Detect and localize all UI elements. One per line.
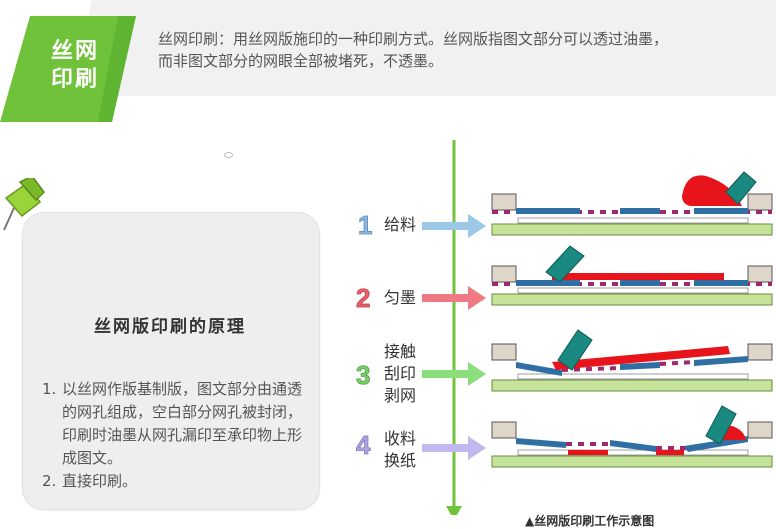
step-label-line: 给料	[384, 215, 417, 234]
principle-card	[22, 212, 320, 510]
process-axis-head	[446, 506, 462, 515]
squeegee-icon	[705, 405, 737, 445]
step-label-line: 匀墨	[384, 288, 417, 307]
step-number-2: 2	[356, 283, 370, 313]
header-bar	[70, 0, 776, 96]
step-label-4: 收料 换纸	[384, 428, 416, 472]
badge-shape	[0, 16, 136, 122]
printed-ink	[656, 450, 684, 455]
step-label-line: 接触	[384, 342, 417, 361]
stage-1-drawing	[491, 171, 773, 236]
step-label-1: 给料	[384, 214, 416, 235]
arrow-icon	[422, 286, 486, 310]
arrow-icon	[422, 214, 486, 238]
card-title: 丝网版印刷的原理	[94, 317, 246, 337]
step-label-line: 剥网	[384, 386, 417, 405]
list-item-text: 以丝网作版基制版，图文部分由通透的网孔组成，空白部分网孔被封闭，印刷时油墨从网孔…	[62, 380, 303, 467]
list-item-number: 2.	[42, 472, 57, 490]
step-number-3: 3	[356, 360, 370, 390]
description-line1: 丝网印刷：用丝网版施印的一种印刷方式。丝网版指图文部分可以透过油墨，	[158, 30, 669, 48]
printed-ink	[568, 450, 608, 455]
list-item-number: 1.	[42, 380, 57, 398]
ink-blob	[682, 175, 742, 206]
badge-line1: 丝网	[50, 39, 99, 64]
description: 丝网印刷：用丝网版施印的一种印刷方式。丝网版指图文部分可以透过油墨， 而非图文部…	[158, 28, 758, 72]
step-number-4: 4	[356, 430, 371, 460]
arrow-icon	[422, 362, 486, 386]
list-item: 1. 以丝网作版基制版，图文部分由通透的网孔组成，空白部分网孔被封闭，印刷时油墨…	[42, 378, 312, 470]
arrow-icon	[422, 436, 486, 460]
card-list: 1. 以丝网作版基制版，图文部分由通透的网孔组成，空白部分网孔被封闭，印刷时油墨…	[42, 378, 312, 493]
step-label-line: 换纸	[384, 451, 417, 470]
stage-4-drawing	[491, 405, 773, 468]
badge-label: 丝网 印刷	[30, 38, 120, 94]
step-label-2: 匀墨	[384, 287, 416, 308]
squeegee-icon	[725, 171, 757, 205]
ink-layer	[552, 346, 730, 370]
process-diagram: 1 2 3 4	[356, 140, 773, 515]
step-label-3: 接触 刮印 剥网	[384, 341, 416, 407]
step-label-line: 刮印	[384, 364, 417, 383]
step-label-line: 收料	[384, 429, 417, 448]
step-number-1: 1	[358, 210, 372, 240]
list-item-text: 直接印刷。	[62, 472, 138, 490]
stage-3-drawing	[491, 329, 773, 392]
squeegee-icon	[557, 329, 593, 371]
pushpin-icon	[3, 178, 45, 231]
ink-layer	[552, 273, 724, 280]
description-line2: 而非图文部分的网眼全部被堵死，不透墨。	[158, 52, 444, 70]
stage-2-drawing	[491, 245, 773, 306]
list-item: 2. 直接印刷。	[42, 470, 312, 493]
small-dot	[224, 152, 233, 158]
badge-line2: 印刷	[50, 67, 99, 92]
squeegee-icon	[545, 245, 585, 283]
diagram-caption: ▲丝网版印刷工作示意图	[525, 514, 655, 528]
